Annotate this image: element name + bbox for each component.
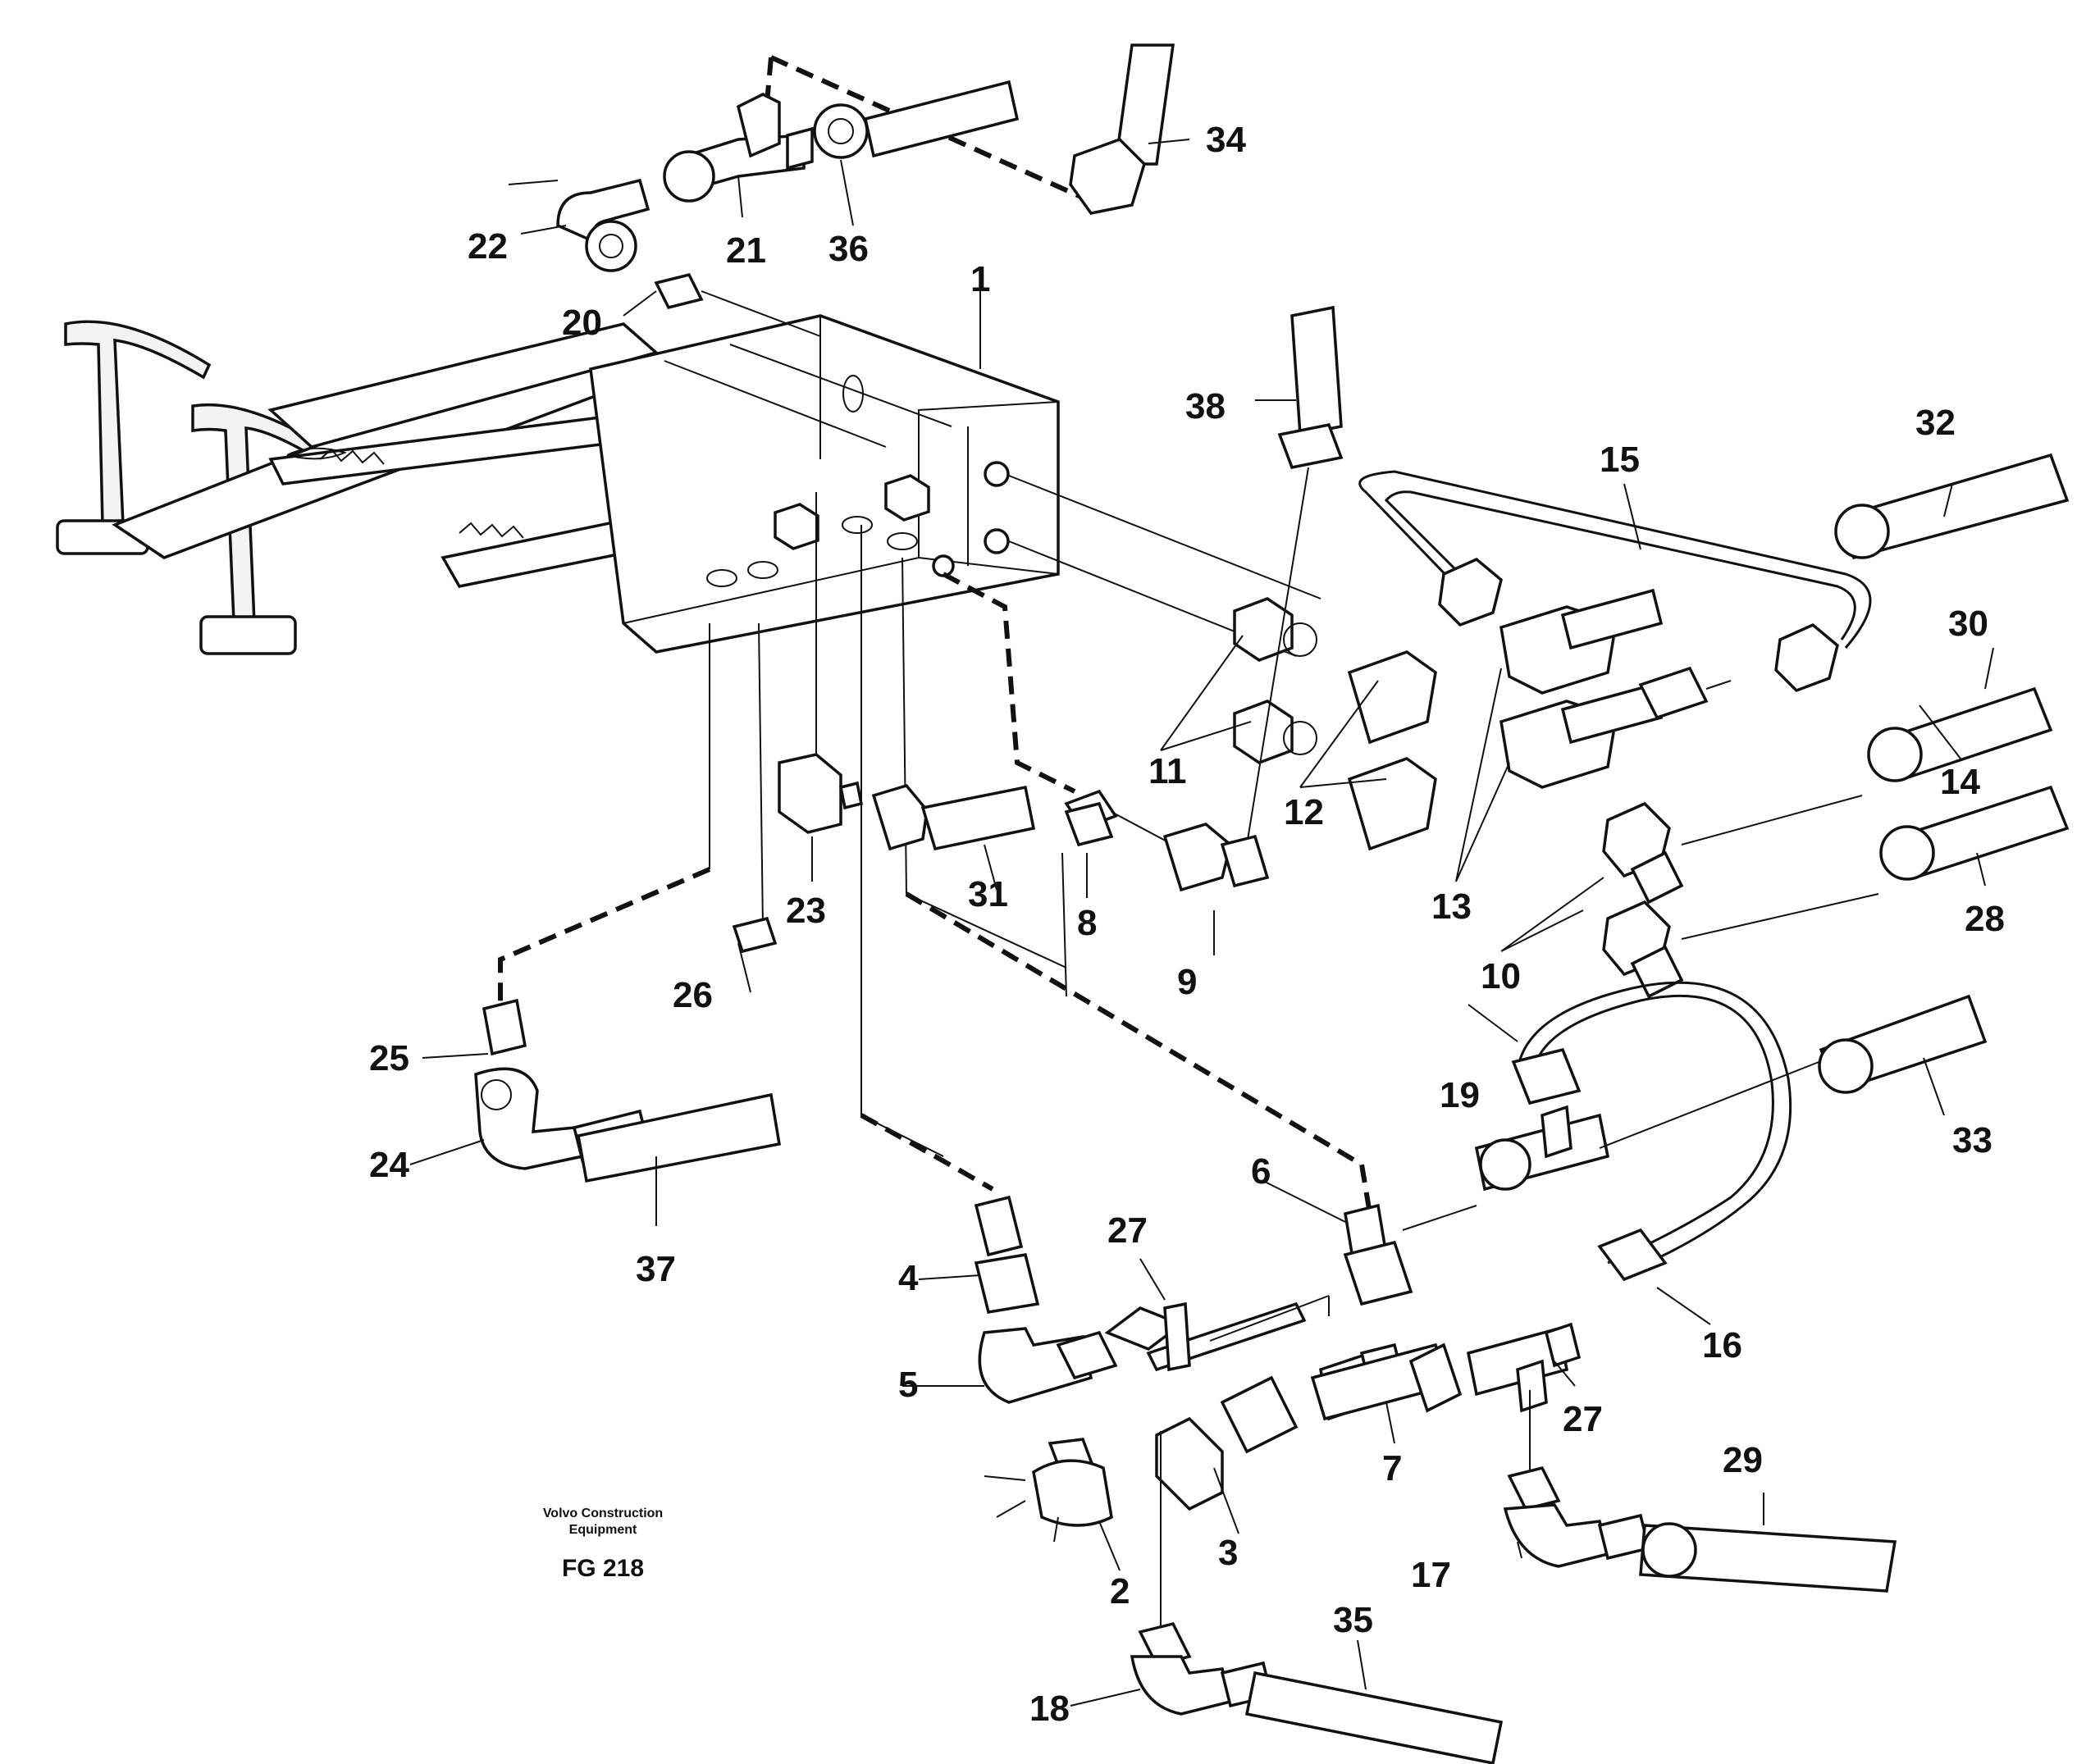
callout-14: 14 xyxy=(1940,762,1980,802)
callout-15: 15 xyxy=(1600,440,1640,480)
brand-line-2: Equipment xyxy=(569,1523,637,1537)
callout-18: 18 xyxy=(1029,1689,1070,1729)
footer-note: Volvo Construction Equipment FG 218 xyxy=(543,1506,663,1582)
callout-4: 4 xyxy=(898,1258,919,1298)
right-fittings xyxy=(942,305,2070,999)
callout-36: 36 xyxy=(828,229,869,269)
callout-10: 10 xyxy=(1481,956,1521,996)
callout-29: 29 xyxy=(1723,1440,1763,1480)
callout-24: 24 xyxy=(369,1145,409,1185)
callout-13: 13 xyxy=(1431,887,1472,927)
callout-16: 16 xyxy=(1702,1325,1742,1365)
callout-2: 2 xyxy=(1110,1571,1130,1611)
callout-31: 31 xyxy=(968,874,1008,914)
callout-9: 9 xyxy=(1177,962,1197,1002)
callout-11: 11 xyxy=(1148,751,1187,791)
callout-7: 7 xyxy=(1382,1448,1402,1488)
callout-34: 34 xyxy=(1206,120,1246,160)
valve-block xyxy=(589,314,1060,654)
callout-38: 38 xyxy=(1185,386,1226,426)
left-lower-fittings xyxy=(474,492,1372,1215)
lower-centre-fittings xyxy=(974,801,1988,1764)
callout-21: 21 xyxy=(726,230,766,271)
leader-lines xyxy=(409,139,1994,1707)
callout-labels: 1 2 3 4 5 6 7 8 9 10 11 12 13 14 15 16 1… xyxy=(369,120,2005,1729)
callout-20: 20 xyxy=(562,303,602,343)
callout-27-lower: 27 xyxy=(1563,1399,1603,1439)
callout-37: 37 xyxy=(636,1249,676,1289)
callout-28: 28 xyxy=(1965,899,2005,939)
callout-25: 25 xyxy=(369,1038,409,1078)
callout-8: 8 xyxy=(1077,903,1097,943)
callout-3: 3 xyxy=(1218,1533,1238,1573)
callout-12: 12 xyxy=(1284,792,1324,832)
upper-fittings xyxy=(556,43,1175,337)
callout-32: 32 xyxy=(1915,403,1956,443)
callout-33: 33 xyxy=(1952,1120,1992,1160)
brand-line-1: Volvo Construction xyxy=(543,1506,663,1520)
callout-23: 23 xyxy=(786,891,826,931)
callout-1: 1 xyxy=(970,259,990,299)
callout-6: 6 xyxy=(1251,1151,1271,1192)
callout-35: 35 xyxy=(1333,1600,1373,1640)
figure-code: FG 218 xyxy=(562,1555,644,1582)
callout-19: 19 xyxy=(1440,1075,1480,1115)
callout-22: 22 xyxy=(468,226,508,267)
callout-30: 30 xyxy=(1948,604,1988,644)
callout-5: 5 xyxy=(898,1365,918,1405)
callout-17: 17 xyxy=(1411,1555,1451,1595)
callout-26: 26 xyxy=(673,975,713,1015)
callout-27-upper: 27 xyxy=(1107,1210,1148,1251)
